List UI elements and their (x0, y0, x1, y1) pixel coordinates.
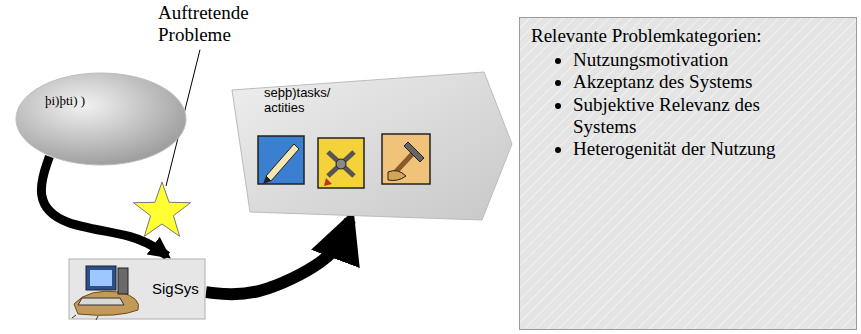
problem-star (133, 182, 190, 236)
bullet-item: Subjektive Relevanz des Systems (573, 94, 779, 139)
list-heading: Relevante Problemkategorien: (531, 25, 779, 47)
bullet-list: NutzungsmotivationAkzeptanz des SystemsS… (531, 49, 779, 161)
task-icons (258, 134, 430, 188)
bullet-item: Heterogenität der Nutzung (573, 138, 779, 160)
category-box (520, 18, 857, 330)
callout-label: Auftretende Probleme (158, 2, 268, 46)
system-box (69, 259, 205, 319)
computer-icon (72, 266, 139, 320)
node-text: SigSys (152, 280, 199, 297)
node-text: þi)þti) ) (45, 94, 115, 109)
task-panel-shape (232, 72, 512, 220)
category-box: Relevante Problemkategorien:Nutzungsmoti… (519, 17, 857, 330)
node-text: seþþ)tasks/ actities (264, 86, 354, 116)
task-panel: seþþ)tasks/ actities (232, 72, 514, 222)
flow-arrow (206, 220, 350, 294)
goal-ellipse: þi)þti) ) (15, 72, 187, 166)
system-box: SigSys (68, 258, 206, 320)
bullet-item: Akzeptanz des Systems (573, 71, 779, 93)
node-outline (15, 72, 187, 166)
bullet-item: Nutzungsmotivation (573, 49, 779, 71)
ellipse-shape (16, 73, 186, 165)
